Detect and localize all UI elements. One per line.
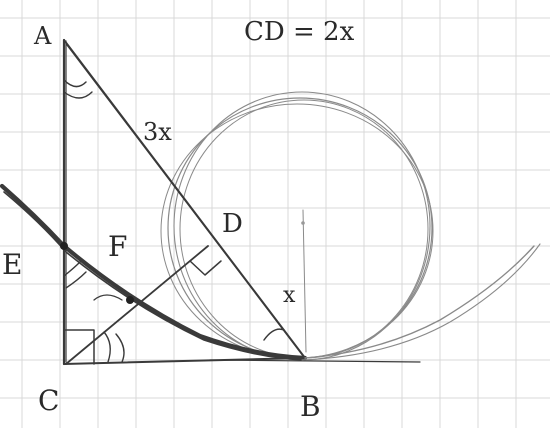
altitude-cd <box>65 245 222 365</box>
point-d-label: D <box>222 209 243 239</box>
parabola-curve <box>0 183 541 361</box>
point-e-label: E <box>2 248 22 281</box>
angle-arc-f <box>93 294 123 301</box>
angle-arc-a-1 <box>63 79 87 88</box>
point-f-dot <box>126 296 134 304</box>
segment-ad-label: 3x <box>143 118 172 146</box>
triangle-acb <box>62 38 421 366</box>
point-b-label: B <box>300 390 321 423</box>
point-c-label: C <box>38 384 59 417</box>
baseline-extension <box>209 359 421 363</box>
angle-arc-b <box>263 328 285 341</box>
segment-cd <box>65 245 209 365</box>
circle-center-dot <box>301 221 305 225</box>
point-a-label: A <box>33 22 52 50</box>
point-f-label: F <box>108 230 127 263</box>
angle-arc-c-1 <box>103 331 111 363</box>
segment-cb <box>63 357 306 365</box>
angle-arc-a-2 <box>63 91 93 99</box>
point-e-dot <box>60 242 68 250</box>
right-angle-mark-c <box>63 329 95 365</box>
angle-arc-e-2 <box>65 271 87 289</box>
circle-radius-line <box>302 209 307 353</box>
angle-marks <box>63 79 285 363</box>
right-angle-mark-d <box>189 260 222 276</box>
segment-db-label: x <box>283 283 296 308</box>
equation-label: CD = 2x <box>244 17 355 47</box>
angle-arc-c-2 <box>115 333 125 363</box>
